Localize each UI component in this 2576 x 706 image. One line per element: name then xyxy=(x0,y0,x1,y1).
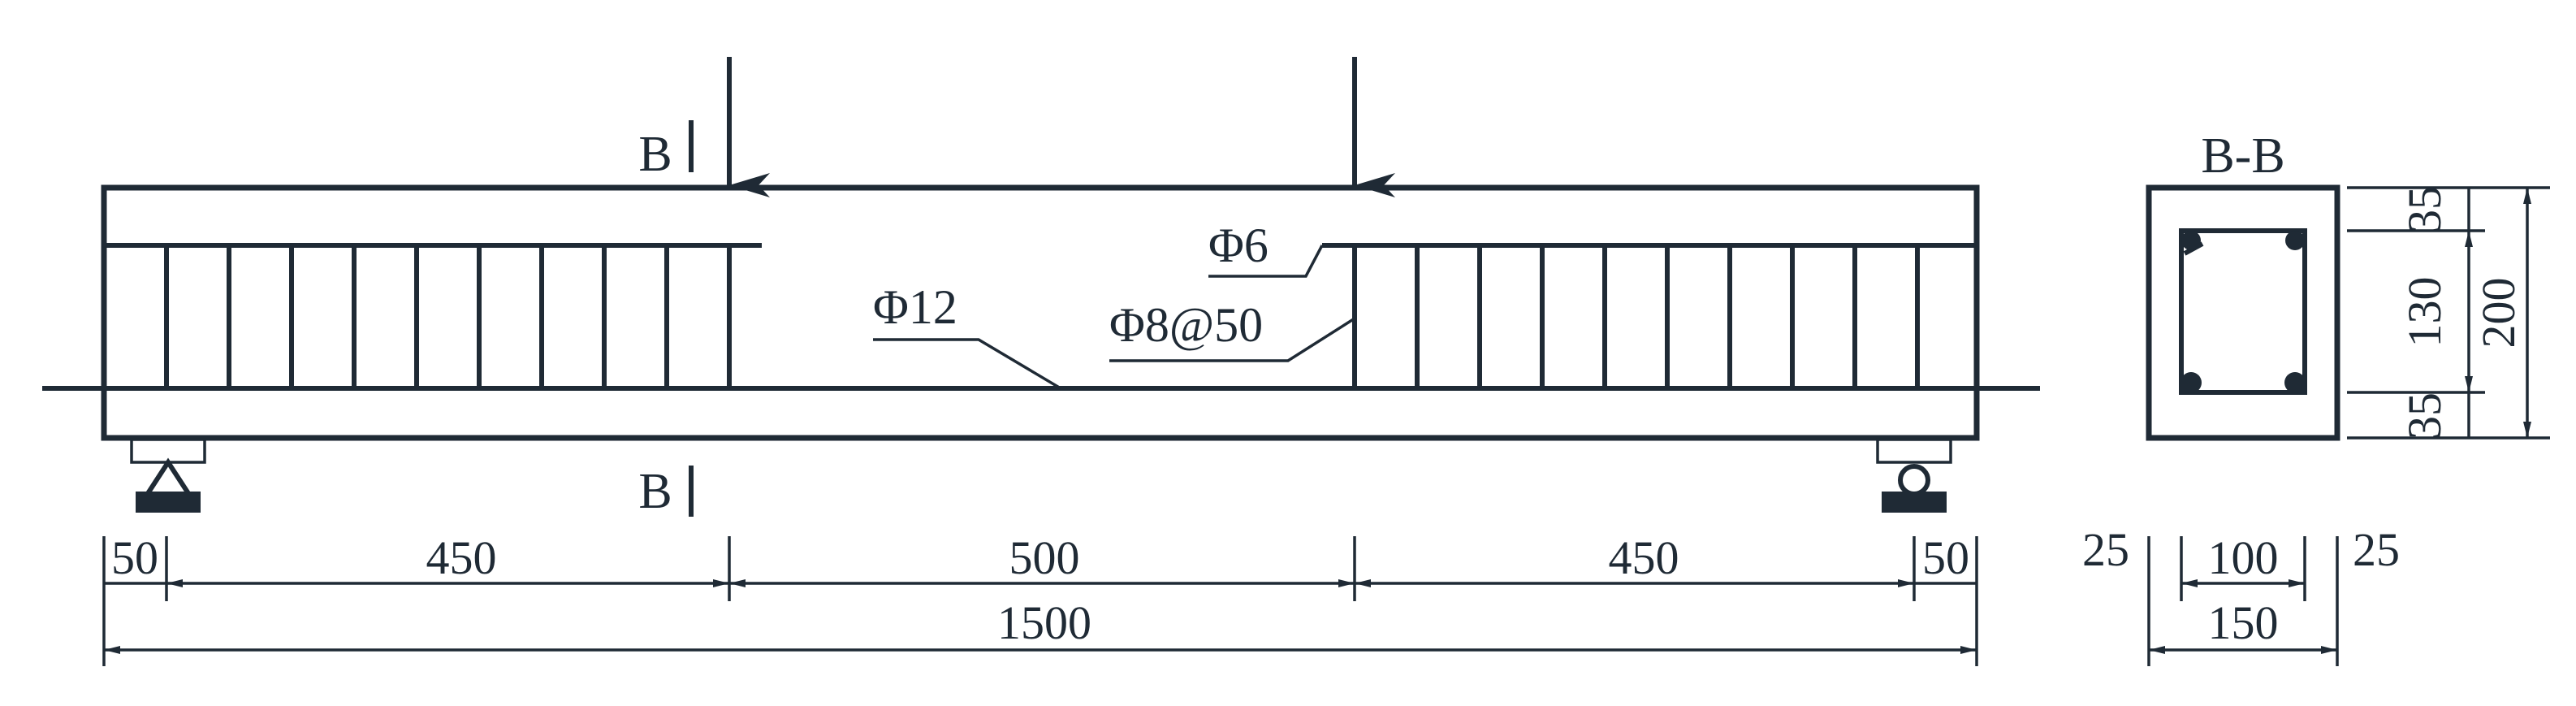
dim-shear-left: 450 xyxy=(426,531,497,584)
rebar-dot xyxy=(2181,372,2202,393)
bottom-bar-leader xyxy=(873,338,1061,390)
beam-elevation: B B Φ6 Φ12 Φ8@50 xyxy=(42,57,2040,519)
dim-total: 1500 xyxy=(997,596,1091,649)
beam-dimensions: 50 450 500 450 50 1500 xyxy=(102,531,1978,666)
dim-middle: 500 xyxy=(1009,531,1080,584)
dim-shear-right: 450 xyxy=(1609,531,1679,584)
dim-cover-bottom: 35 xyxy=(2398,392,2451,440)
roller-support xyxy=(1876,438,1952,513)
dim-core-width: 100 xyxy=(2208,531,2279,584)
dim-total-height: 200 xyxy=(2472,278,2525,349)
dim-overhang-left: 50 xyxy=(111,531,158,584)
dim-overhang-right: 50 xyxy=(1922,531,1969,584)
bottom-bar-label: Φ12 xyxy=(873,280,957,334)
stirrup-label: Φ8@50 xyxy=(1109,298,1263,352)
section-title: B-B xyxy=(2201,128,2284,184)
section-stirrup xyxy=(2179,228,2307,395)
dim-total-width: 150 xyxy=(2208,596,2279,649)
stirrup-leader xyxy=(1109,317,1355,362)
section-label-top: B xyxy=(638,127,672,182)
section-label-bottom: B xyxy=(638,464,672,519)
dim-cover-right: 25 xyxy=(2353,523,2400,576)
pin-support xyxy=(130,438,206,513)
beam-outline xyxy=(101,184,1980,441)
stirrups-left xyxy=(164,245,732,388)
rebar-dot xyxy=(2285,231,2305,250)
dim-cover-left: 25 xyxy=(2082,523,2129,576)
dim-core-height: 130 xyxy=(2398,277,2451,348)
cross-section: B-B 35 130 35 200 25 100 25 xyxy=(2082,128,2550,666)
dim-cover-top: 35 xyxy=(2398,186,2451,233)
top-bar-label: Φ6 xyxy=(1208,219,1269,272)
rebar-dot xyxy=(2181,231,2201,250)
stirrups-right xyxy=(1352,245,1920,388)
rebar-dot xyxy=(2284,372,2306,393)
section-outline xyxy=(2146,184,2340,441)
top-bar-leader xyxy=(1208,245,1324,278)
